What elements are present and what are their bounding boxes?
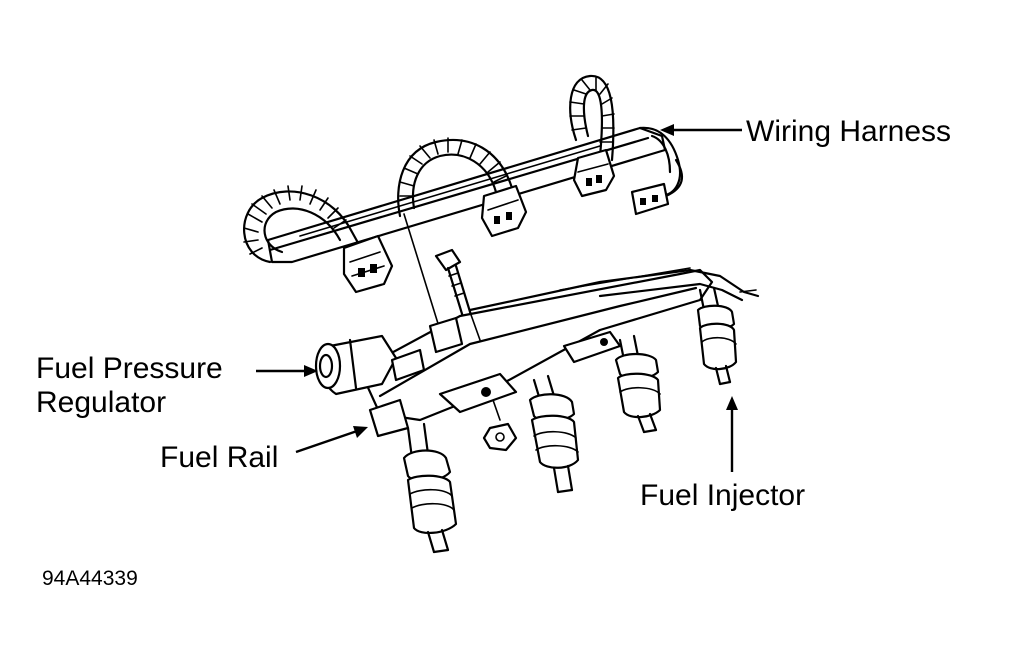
figure-code: 94A44339 (42, 567, 138, 590)
alignment-line (403, 213, 441, 331)
wiring-harness-arrow (660, 124, 742, 136)
fuel-injector-4 (696, 286, 738, 386)
wiring-harness-label: Wiring Harness (746, 115, 951, 148)
fuel-pressure-regulator-label-line2: Regulator (36, 386, 166, 419)
fuel-injector-3 (614, 334, 662, 434)
fuel-injector-1 (402, 422, 458, 554)
fuel-pressure-regulator-label-line1: Fuel Pressure (36, 352, 223, 385)
wiring-harness (242, 74, 684, 294)
fuel-pressure-regulator-arrow (256, 365, 318, 377)
fuel-rail-label: Fuel Rail (160, 441, 278, 474)
fuel-rail (358, 267, 760, 438)
fuel-injector-arrow (726, 396, 738, 472)
fuel-injector-2 (528, 374, 580, 494)
fuel-injector-label: Fuel Injector (640, 479, 805, 512)
fuel-rail-arrow (295, 426, 368, 454)
fuel-pressure-regulator (314, 316, 464, 396)
